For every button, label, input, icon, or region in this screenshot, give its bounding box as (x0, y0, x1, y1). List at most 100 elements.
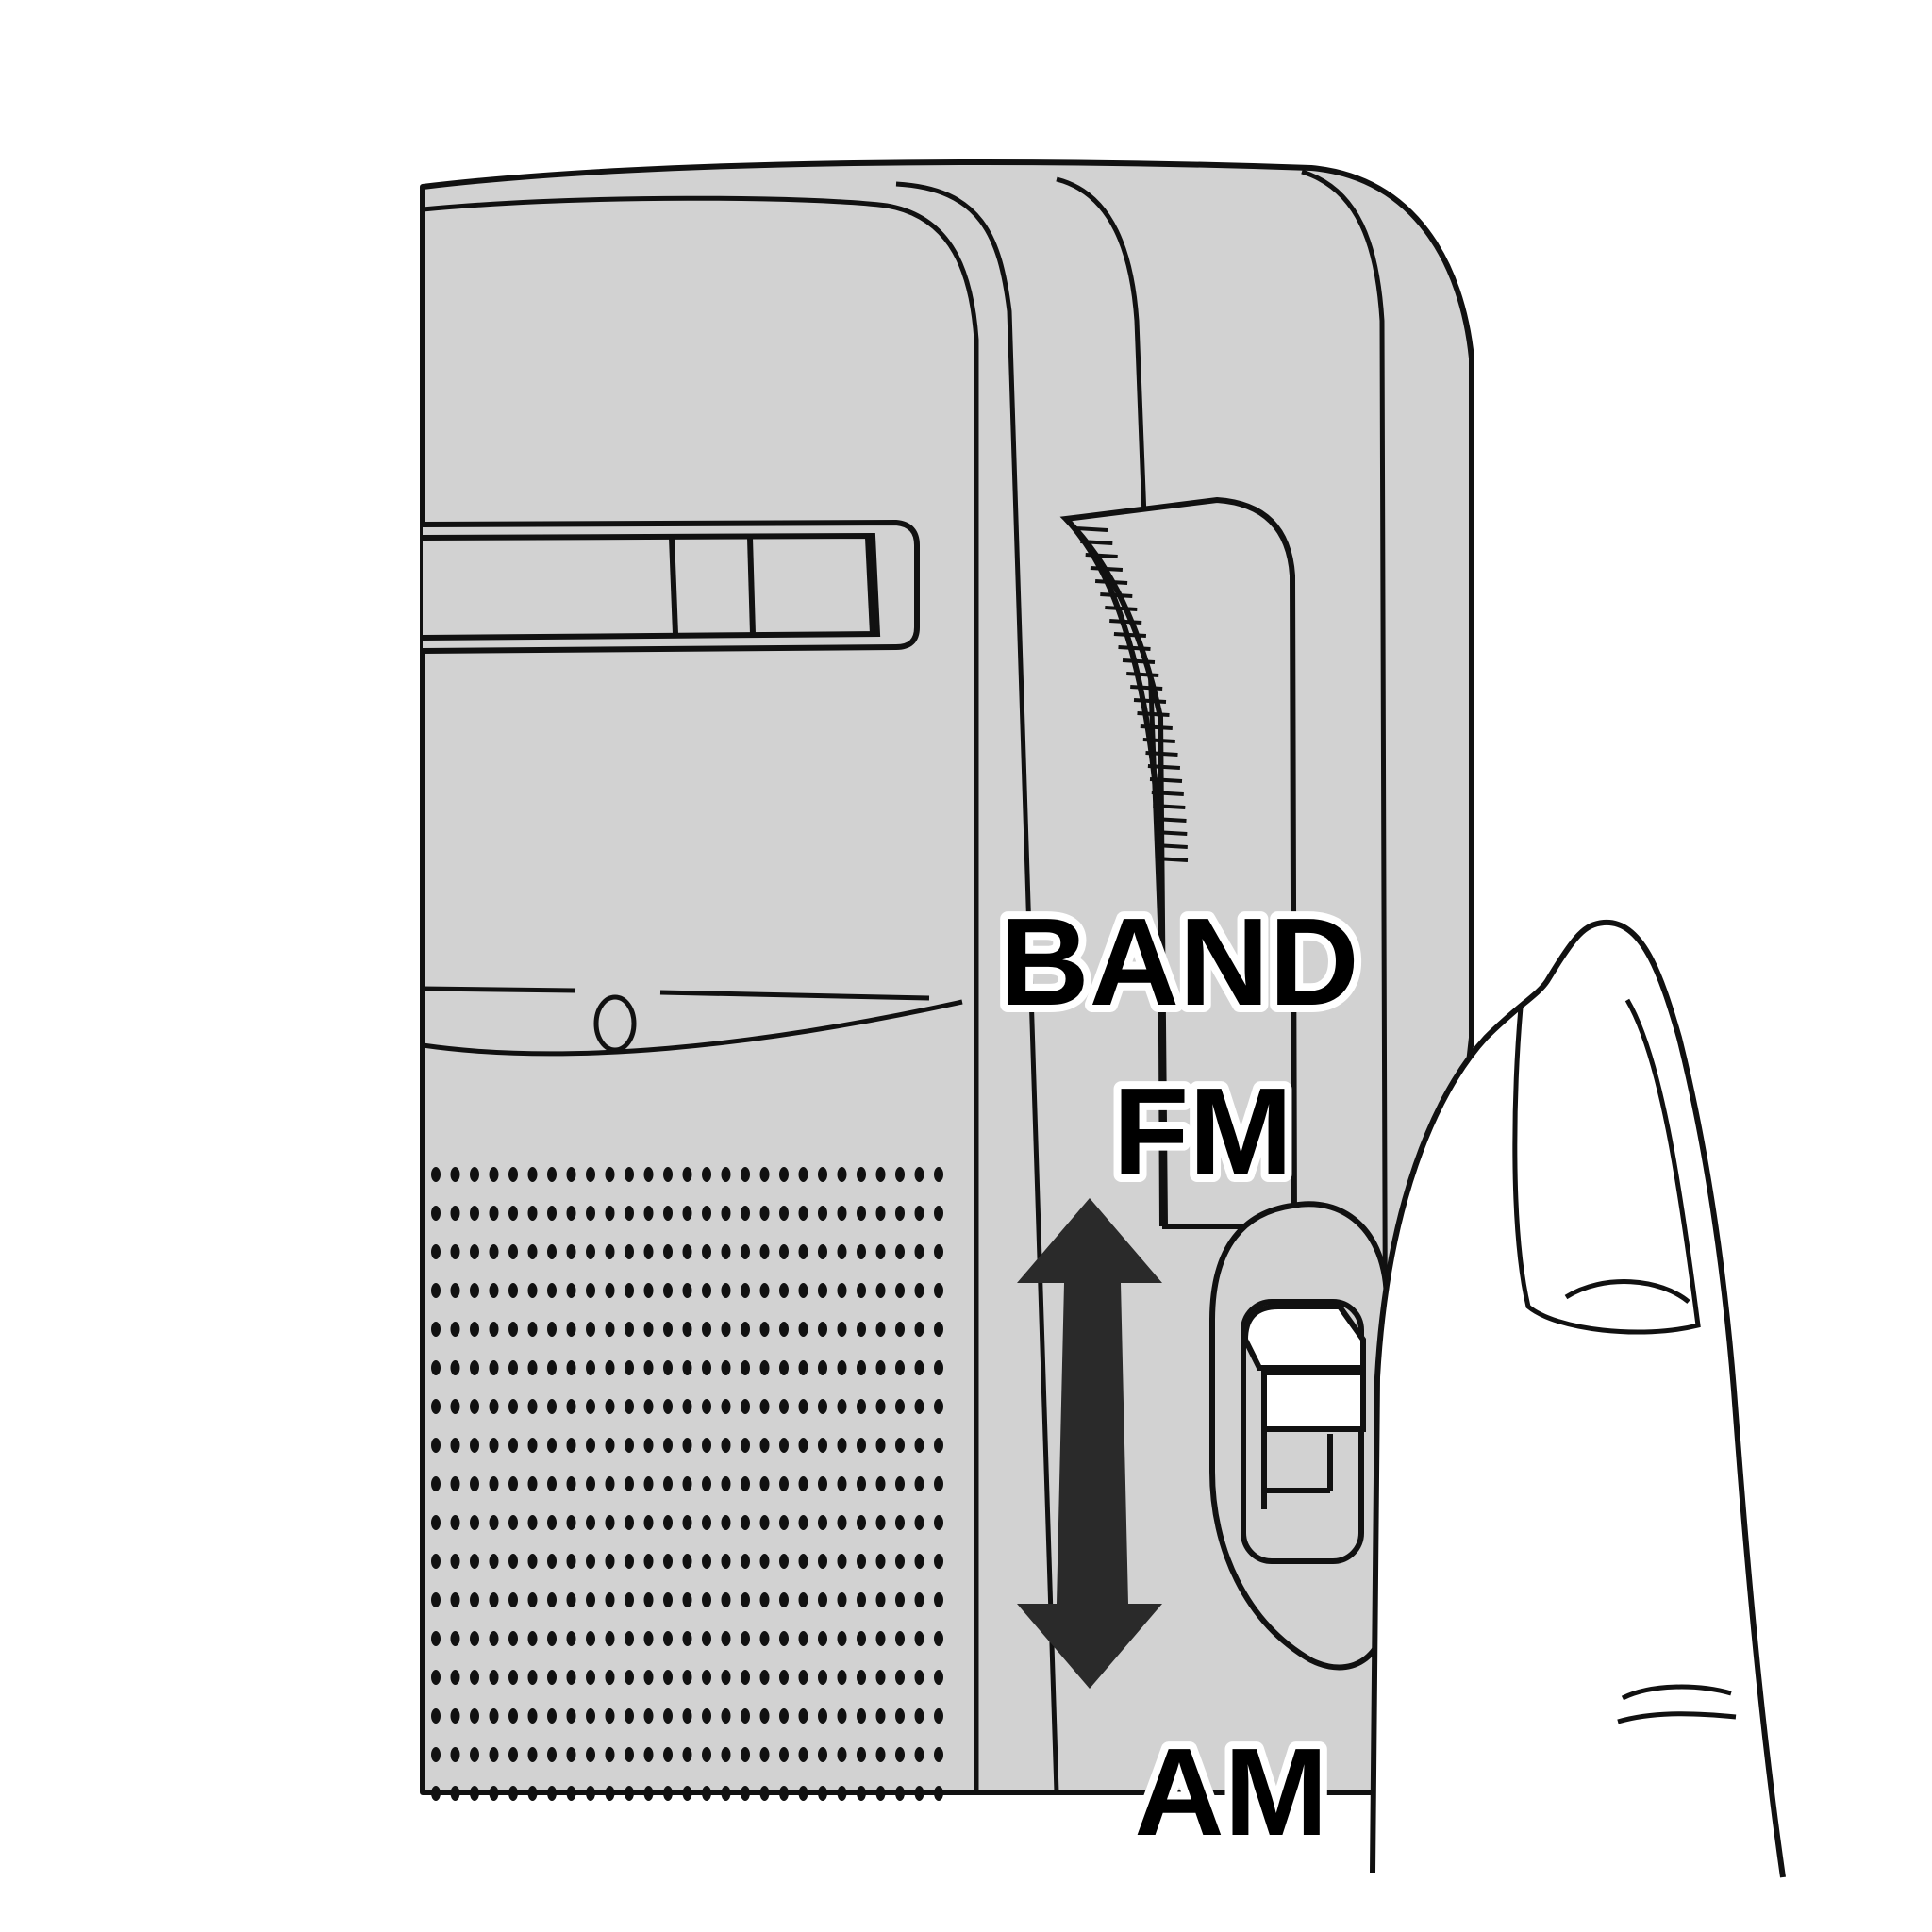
grille-hole (837, 1747, 847, 1762)
grille-hole (837, 1322, 847, 1337)
grille-hole (625, 1360, 634, 1375)
grille-hole (566, 1786, 576, 1801)
grille-hole (895, 1206, 905, 1221)
grille-hole (625, 1399, 634, 1414)
grille-hole (663, 1708, 673, 1724)
dial-ridge (1155, 843, 1188, 849)
grille-hole (837, 1670, 847, 1685)
grille-hole (470, 1708, 479, 1724)
grille-hole (605, 1592, 615, 1607)
grille-hole (934, 1244, 943, 1259)
grille-hole (470, 1399, 479, 1414)
grille-hole (527, 1476, 538, 1491)
grille-hole (586, 1360, 595, 1375)
grille-hole (682, 1786, 692, 1801)
grille-hole (914, 1747, 924, 1762)
grille-hole (682, 1206, 692, 1221)
grille-hole (508, 1438, 518, 1453)
grille-hole (914, 1631, 924, 1646)
grille-hole (450, 1515, 460, 1530)
grille-hole (779, 1360, 789, 1375)
grille-hole (547, 1244, 557, 1259)
grille-hole (663, 1167, 673, 1182)
grille-hole (857, 1592, 866, 1607)
grille-hole (779, 1708, 789, 1724)
grille-hole (527, 1438, 538, 1453)
grille-hole (934, 1476, 943, 1491)
grille-hole (625, 1554, 634, 1569)
grille-hole (702, 1206, 711, 1221)
grille-hole (837, 1476, 847, 1491)
grille-hole (431, 1786, 441, 1801)
grille-hole (625, 1476, 634, 1491)
grille-hole (895, 1708, 905, 1724)
grille-hole (682, 1515, 692, 1530)
grille-hole (489, 1283, 499, 1298)
dial-ridge (1154, 817, 1187, 823)
grille-hole (605, 1399, 615, 1414)
grille-hole (527, 1399, 538, 1414)
grille-hole (875, 1708, 886, 1724)
grille-hole (470, 1747, 479, 1762)
grille-hole (798, 1399, 808, 1414)
grille-hole (643, 1360, 654, 1375)
grille-hole (586, 1244, 595, 1259)
grille-hole (643, 1631, 654, 1646)
grille-hole (450, 1167, 460, 1182)
dial-ridge (1140, 724, 1173, 730)
grille-hole (527, 1786, 538, 1801)
switch-knob-face (1261, 1370, 1366, 1432)
grille-hole (663, 1360, 673, 1375)
grille-hole (663, 1515, 673, 1530)
grille-hole (643, 1283, 654, 1298)
grille-hole (605, 1360, 615, 1375)
grille-hole (547, 1438, 557, 1453)
grille-hole (818, 1592, 827, 1607)
grille-hole (798, 1554, 808, 1569)
grille-hole (527, 1360, 538, 1375)
grille-hole (857, 1244, 866, 1259)
dial-ridge (1090, 566, 1124, 572)
grille-hole (741, 1167, 750, 1182)
grille-hole (566, 1360, 576, 1375)
grille-hole (837, 1592, 847, 1607)
grille-hole (605, 1283, 615, 1298)
dial-ridge (1122, 658, 1156, 664)
grille-hole (663, 1554, 673, 1569)
grille-hole (566, 1592, 576, 1607)
grille-hole (450, 1476, 460, 1491)
dial-ridge (1151, 791, 1184, 796)
grille-hole (857, 1747, 866, 1762)
grille-hole (431, 1322, 441, 1337)
grille-hole (818, 1670, 827, 1685)
grille-hole (566, 1515, 576, 1530)
grille-hole (934, 1592, 943, 1607)
grille-hole (489, 1631, 499, 1646)
grille-hole (759, 1670, 770, 1685)
grille-hole (741, 1786, 750, 1801)
grille-hole (818, 1399, 827, 1414)
grille-hole (625, 1592, 634, 1607)
grille-hole (895, 1786, 905, 1801)
grille-hole (470, 1360, 479, 1375)
dial-ridge (1149, 777, 1183, 783)
grille-hole (721, 1515, 731, 1530)
grille-hole (934, 1554, 943, 1569)
grille-hole (470, 1515, 479, 1530)
grille-hole (895, 1399, 905, 1414)
grille-hole (875, 1515, 886, 1530)
side-seam-1 (895, 181, 1059, 1793)
grille-hole (934, 1515, 943, 1530)
grille-hole (450, 1747, 460, 1762)
grille-hole (798, 1708, 808, 1724)
grille-hole (914, 1592, 924, 1607)
grille-hole (566, 1476, 576, 1491)
grille-hole (450, 1592, 460, 1607)
grille-hole (605, 1476, 615, 1491)
grille-hole (566, 1206, 576, 1221)
grille-hole (914, 1360, 924, 1375)
grille-hole (914, 1786, 924, 1801)
grille-hole (702, 1283, 711, 1298)
grille-hole (779, 1399, 789, 1414)
grille-hole (895, 1360, 905, 1375)
